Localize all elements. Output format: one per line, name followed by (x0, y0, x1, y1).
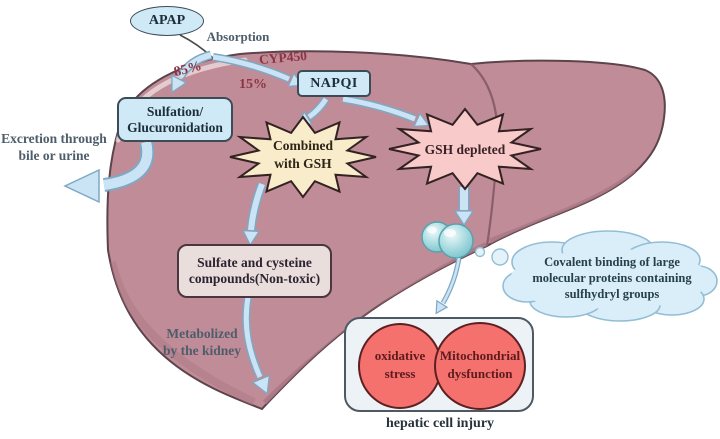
gsh-depleted-starburst (388, 107, 542, 191)
sulfate-compounds-line1: Sulfate and cysteine (197, 255, 312, 270)
excretion-label-line2: bile or urine (18, 148, 90, 163)
sulfation-label-line1: Sulfation/ (146, 103, 204, 119)
arrow-depleted-to-spheres (453, 187, 475, 227)
mitochondrial-dysfunction-circle (434, 322, 526, 410)
hepatic-injury-box: oxidative stress Mitochondrial dysfuncti… (344, 317, 534, 412)
covalent-cloud-line1: Covalent binding of large (544, 255, 680, 269)
thought-bubble-cloud (474, 230, 718, 322)
metabolized-label-line2: by the kidney (162, 343, 242, 358)
gsh-depleted-label: GSH depleted (424, 142, 506, 157)
arrow-napqi-to-depleted (342, 95, 431, 128)
arrow-85-to-sulfation (171, 50, 213, 94)
arrow-spheres-to-injury (435, 257, 462, 315)
sulfate-compounds-node: Sulfate and cysteine compounds(Non-toxic… (177, 244, 332, 298)
apap-node: APAP (130, 6, 204, 36)
sulfation-node: Sulfation/ Glucuronidation (117, 97, 233, 142)
percent-15-label: 15% (239, 77, 267, 92)
combined-gsh-starburst (229, 115, 377, 199)
excretion-arrow (63, 140, 155, 204)
arrow-cyp450-to-napqi (212, 53, 305, 88)
sulfate-compounds-line2: compounds(Non-toxic) (188, 271, 321, 286)
covalent-cloud-line2: molecular proteins containing (532, 271, 692, 285)
combined-gsh-label-line2: with GSH (274, 156, 332, 171)
oxidative-stress-circle (358, 323, 442, 409)
excretion-label-line1: Excretion through (1, 131, 107, 146)
mitochondrial-label-line1: Mitochondrial (439, 348, 521, 363)
apap-label: APAP (148, 13, 186, 28)
covalent-cloud-line3: sulfhydryl groups (564, 287, 660, 301)
napqi-label: NAPQI (310, 75, 358, 91)
combined-gsh-label-line1: Combined (272, 138, 333, 153)
kidney-arrow (242, 296, 271, 395)
sulfation-label-line2: Glucuronidation (127, 119, 223, 135)
mitochondria-spheres (421, 221, 474, 259)
oxidative-label-line1: oxidative (374, 348, 426, 363)
oxidative-label-line2: stress (384, 366, 416, 381)
hepatic-injury-label: hepatic cell injury (385, 416, 495, 431)
absorption-label: Absorption (206, 29, 270, 44)
arrow-combined-to-sulfate (241, 182, 267, 247)
metabolized-label-line1: Metabolized (166, 326, 238, 341)
napqi-node: NAPQI (297, 70, 371, 97)
mitochondrial-label-line2: dysfunction (447, 366, 513, 381)
